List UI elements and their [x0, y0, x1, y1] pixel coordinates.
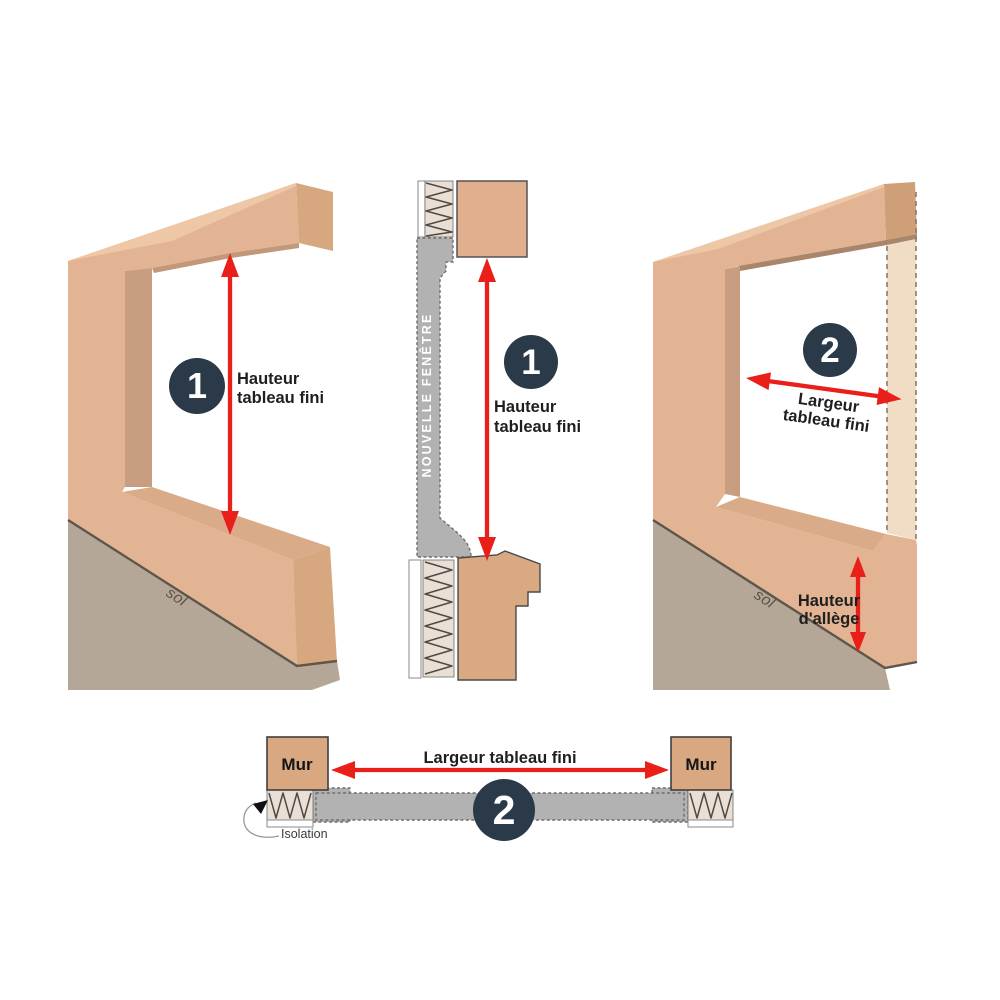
- arrow-shaft: [765, 378, 883, 399]
- ground-edge-line: [67, 518, 338, 668]
- sill-height-label: Hauteur d'allège: [798, 592, 861, 628]
- arrow-head-down-icon: [221, 511, 239, 535]
- height-label-line1: Hauteur: [494, 398, 557, 416]
- step-badge-2: 2: [473, 779, 535, 841]
- arrow-head-up-icon: [850, 556, 866, 577]
- wall-block-right: [670, 736, 732, 791]
- panel-left-perspective-wall: sol 1 Hauteur tableau fini: [67, 183, 340, 690]
- wall-block-left: [266, 736, 329, 791]
- height-measure-arrow: [221, 253, 239, 535]
- badge-number: 1: [187, 365, 207, 406]
- callout-curve: [243, 802, 280, 838]
- arrow-head-up-icon: [221, 253, 239, 277]
- height-label: Hauteur tableau fini: [494, 398, 581, 436]
- badge-number: 2: [493, 787, 516, 833]
- badge-number: 2: [820, 331, 839, 370]
- width-measure-arrow: [746, 372, 902, 405]
- step-badge-1: 1: [169, 358, 225, 414]
- wall-top-face: [68, 183, 296, 261]
- height-label-line2: tableau fini: [494, 418, 581, 436]
- interior-board-top: [417, 180, 426, 238]
- jamb-reveal-face: [725, 266, 740, 497]
- step-badge-1: 1: [504, 335, 558, 389]
- lintel-underside-face: [738, 234, 917, 271]
- insulation-zigzag-left: [268, 792, 312, 819]
- arrow-head-up-icon: [478, 258, 496, 282]
- interior-board-right: [687, 819, 734, 828]
- arrow-head-down-icon: [850, 632, 866, 653]
- wall-top-face: [653, 184, 884, 262]
- wall-section-top-block: [456, 180, 528, 258]
- panel-middle-section: NOUVELLE FENÊTRE 1 Hauteur tableau fini: [408, 180, 581, 681]
- wall-block-right-label: Mur: [685, 755, 717, 774]
- badge-circle: [169, 358, 225, 414]
- ground-plane: [68, 520, 340, 690]
- new-window-label: NOUVELLE FENÊTRE: [419, 312, 434, 477]
- badge-circle: [473, 779, 535, 841]
- width-label: Largeur tableau fini: [423, 749, 576, 767]
- badge-circle: [504, 335, 558, 389]
- insulation-callout: Isolation: [243, 800, 328, 841]
- insulation-label: Isolation: [281, 827, 328, 841]
- wall-block-left-label: Mur: [281, 755, 313, 774]
- jamb-reveal-face: [125, 268, 152, 487]
- ground-plane: [653, 520, 890, 690]
- insulation-zigzag-right: [689, 792, 733, 819]
- sill-top-face: [716, 497, 886, 551]
- height-measure-arrow: [478, 258, 496, 561]
- step-badge-2: 2: [803, 323, 857, 377]
- window-sill-block: [457, 550, 541, 681]
- badge-circle: [803, 323, 857, 377]
- sill-height-label-line2: d'allège: [799, 610, 860, 628]
- sill-end-face: [293, 547, 337, 668]
- panel-bottom-plan: Mur Mur Largeur tableau fini 2 Isolation: [243, 736, 734, 841]
- lintel-end-face: [296, 183, 333, 251]
- interior-board-left: [266, 819, 314, 828]
- sill-height-label-line1: Hauteur: [798, 592, 861, 610]
- lintel-underside-face: [152, 243, 299, 273]
- badge-number: 1: [521, 343, 540, 382]
- arrow-head-down-icon: [478, 537, 496, 561]
- panel-right-perspective-wall: sol 2 Largeur tableau fini Hauteur d'all…: [652, 182, 918, 690]
- height-label: Hauteur tableau fini: [237, 370, 324, 407]
- window-frame-profile: [416, 237, 472, 558]
- arrow-head-right-icon: [645, 761, 669, 779]
- height-label-line2: tableau fini: [237, 389, 324, 407]
- ground-edge-line: [652, 518, 918, 670]
- insulation-zigzag-top: [425, 182, 453, 237]
- sill-height-measure-arrow: [850, 556, 866, 653]
- interior-board-bottom: [408, 559, 422, 679]
- height-label-line1: Hauteur: [237, 370, 300, 388]
- wall-side-face: [884, 182, 917, 240]
- arrow-head-left-icon: [331, 761, 355, 779]
- arrow-head-left-icon: [746, 372, 771, 391]
- callout-arrow-head-icon: [253, 800, 268, 814]
- ghost-reveal-panel: [887, 239, 916, 540]
- width-measure-arrow: [331, 761, 669, 779]
- insulation-zigzag-bottom: [424, 561, 453, 675]
- arrow-head-right-icon: [876, 387, 902, 405]
